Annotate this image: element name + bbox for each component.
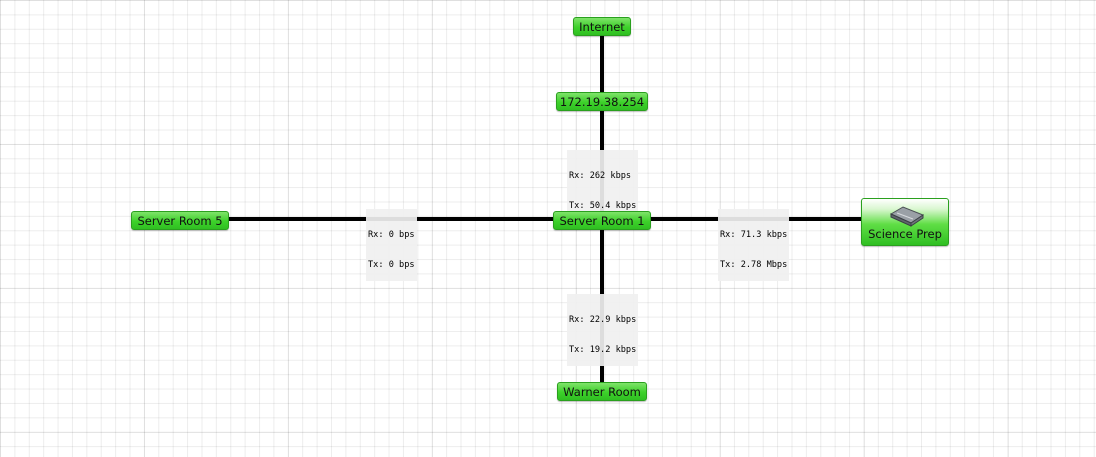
tx-rate: Tx: 0 bps — [368, 260, 415, 270]
node-label: Server Room 1 — [559, 214, 645, 228]
link-stats-warner-room: Rx: 22.9 kbps Tx: 19.2 kbps — [567, 294, 639, 366]
tx-rate: Tx: 50.4 kbps — [569, 201, 637, 211]
node-server-room-5[interactable]: Server Room 5 — [131, 211, 229, 230]
node-label: Science Prep — [868, 227, 942, 241]
link-stats-science-prep: Rx: 71.3 kbps Tx: 2.78 Mbps — [718, 209, 790, 281]
rx-rate: Rx: 262 kbps — [569, 171, 632, 181]
network-switch-icon — [889, 206, 925, 227]
node-warner-room[interactable]: Warner Room — [557, 382, 647, 401]
link-stats-server-room-5: Rx: 0 bps Tx: 0 bps — [366, 209, 417, 281]
link-stats-gateway: Rx: 262 kbps Tx: 50.4 kbps — [567, 150, 639, 222]
node-label: Internet — [579, 20, 625, 34]
rx-rate: Rx: 71.3 kbps — [720, 230, 788, 240]
node-server-room-1[interactable]: Server Room 1 — [553, 211, 651, 230]
node-internet[interactable]: Internet — [573, 17, 631, 36]
rx-rate: Rx: 0 bps — [368, 230, 415, 240]
tx-rate: Tx: 2.78 Mbps — [720, 260, 788, 270]
node-gateway[interactable]: 172.19.38.254 — [556, 92, 648, 111]
node-label: 172.19.38.254 — [559, 95, 645, 109]
node-science-prep[interactable]: Science Prep — [861, 198, 949, 246]
node-label: Server Room 5 — [137, 214, 223, 228]
tx-rate: Tx: 19.2 kbps — [569, 345, 637, 355]
node-label: Warner Room — [563, 385, 641, 399]
rx-rate: Rx: 22.9 kbps — [569, 315, 637, 325]
